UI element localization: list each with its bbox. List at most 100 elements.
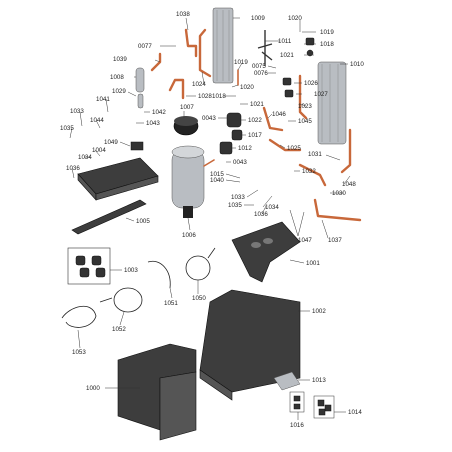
pipe-1037 [313, 198, 362, 222]
cable-1050-lead [207, 247, 216, 259]
filter-drier-1008 [135, 67, 145, 93]
parts-1016 [289, 391, 305, 413]
label-1009: 1009 [251, 15, 265, 22]
label-1036-a: 1036 [66, 165, 80, 172]
fitting-1027 [284, 89, 294, 98]
pipe-1031 [340, 128, 352, 174]
sight-glass-1029 [137, 93, 144, 109]
label-1039: 1039 [113, 56, 127, 63]
panel-1002 [199, 289, 301, 401]
pipe-1038 [184, 28, 198, 58]
label-0077: 0077 [138, 43, 152, 50]
valve-1012 [219, 141, 233, 155]
label-1040: 1040 [210, 177, 224, 184]
pipe-1046 [262, 106, 284, 132]
label-1051: 1051 [164, 300, 178, 307]
label-1012: 1012 [238, 145, 252, 152]
label-1045: 1045 [298, 118, 312, 125]
cable-1052-lead [99, 297, 113, 303]
label-0043-b: 0043 [233, 159, 247, 166]
label-1034-b: 1034 [265, 204, 279, 211]
cable-coil-1050 [185, 255, 211, 281]
label-0043-a: 0043 [202, 115, 216, 122]
label-1002: 1002 [312, 308, 326, 315]
label-1023: 1023 [298, 103, 312, 110]
label-1035-b: 1035 [228, 202, 242, 209]
cable-1053 [61, 306, 97, 328]
label-1013: 1013 [312, 377, 326, 384]
bracket-1011 [257, 30, 273, 66]
label-1003: 1003 [124, 267, 138, 274]
label-1024: 1024 [192, 81, 206, 88]
base-tray-1004 [77, 157, 159, 201]
label-1050: 1050 [192, 295, 206, 302]
label-1006: 1006 [182, 232, 196, 239]
label-1010: 1010 [350, 61, 364, 68]
label-1033-b: 1033 [231, 194, 245, 201]
label-1025: 1025 [287, 145, 301, 152]
label-1020: 1020 [288, 15, 302, 22]
label-1041: 1041 [96, 96, 110, 103]
pipe-1024 [198, 28, 212, 78]
label-1053: 1053 [72, 349, 86, 356]
label-1026: 1026 [304, 80, 318, 87]
label-1019-b: 1019 [234, 59, 248, 66]
label-1021-a: 1021 [280, 52, 294, 59]
label-1049: 1049 [104, 139, 118, 146]
label-1047: 1047 [298, 237, 312, 244]
cover-1001 [231, 221, 301, 283]
label-1035-a: 1035 [60, 125, 74, 132]
pipe-1039 [150, 52, 162, 72]
label-1048: 1048 [342, 181, 356, 188]
condenser-1010 [317, 61, 347, 145]
label-1022: 1022 [248, 117, 262, 124]
compressor-1006 [171, 145, 215, 218]
parts-1014 [313, 395, 335, 419]
label-1043: 1043 [146, 120, 160, 127]
label-1004: 1004 [92, 147, 106, 154]
label-1000: 1000 [86, 385, 100, 392]
leader-lines [69, 17, 351, 420]
label-1019: 1019 [320, 29, 334, 36]
label-1005: 1005 [136, 218, 150, 225]
label-1034-a: 1034 [78, 154, 92, 161]
cable-coil-1052 [113, 287, 143, 313]
label-1011: 1011 [278, 38, 292, 45]
label-1014: 1014 [348, 409, 362, 416]
pipe-1028 [168, 78, 185, 100]
feet-set-1003 [67, 247, 111, 285]
fitting-1026 [282, 77, 292, 86]
label-1028: 1028 [198, 93, 212, 100]
fitting-1021 [306, 49, 314, 57]
label-1046: 1046 [272, 111, 286, 118]
label-1018-a: 1018 [320, 41, 334, 48]
label-1007: 1007 [180, 104, 194, 111]
label-0075: 0075 [252, 63, 266, 70]
cable-1051 [147, 260, 171, 289]
label-1008: 1008 [110, 74, 124, 81]
condenser-1009 [212, 7, 234, 84]
label-1016: 1016 [290, 422, 304, 429]
label-1029: 1029 [112, 88, 126, 95]
panel-1000 [117, 343, 197, 441]
mount-ring-1007 [173, 116, 199, 136]
label-1018-b: 1018 [212, 93, 226, 100]
part-labels: 1038 1009 1020 1019 0077 1011 1018 1039 … [60, 11, 364, 429]
label-1033-a: 1033 [70, 108, 84, 115]
label-1015: 1015 [210, 171, 224, 178]
label-1052: 1052 [112, 326, 126, 333]
label-1037: 1037 [328, 237, 342, 244]
label-1001: 1001 [306, 260, 320, 267]
label-1042: 1042 [152, 109, 166, 116]
pipe-1025 [268, 138, 302, 152]
valve-1022 [226, 112, 242, 128]
fitting-1018 [305, 37, 315, 46]
label-1044: 1044 [90, 117, 104, 124]
rail-1005 [71, 199, 147, 235]
label-0076: 0076 [254, 70, 268, 77]
label-1030: 1030 [332, 190, 346, 197]
label-1036-b: 1036 [254, 211, 268, 218]
label-1038: 1038 [176, 11, 190, 18]
label-1020-b: 1020 [240, 84, 254, 91]
